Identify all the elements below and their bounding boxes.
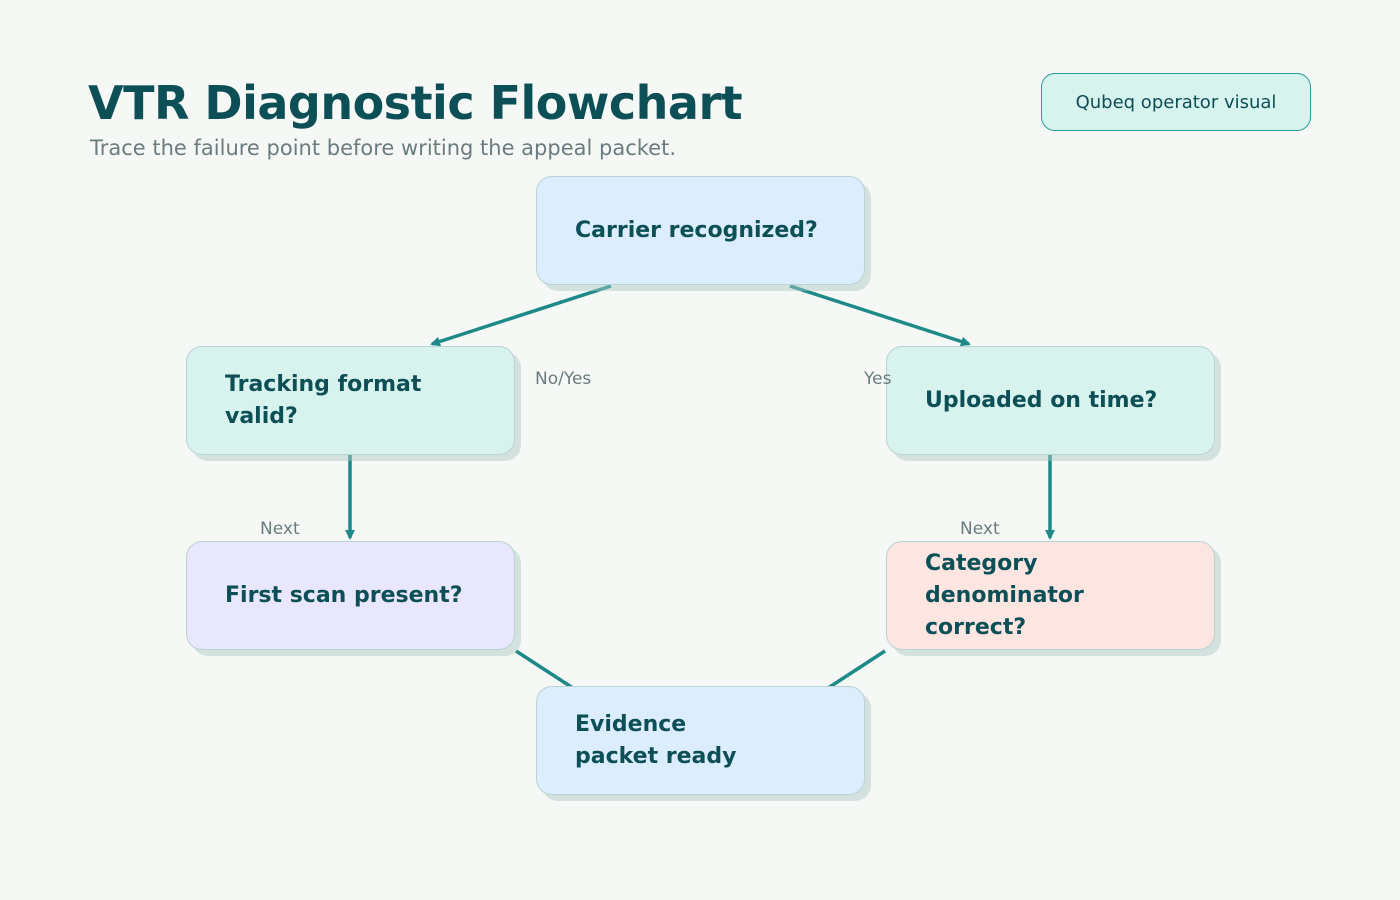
node-category-denominator-correct: Category denominator correct?: [886, 541, 1215, 650]
node-first-scan-present: First scan present?: [186, 541, 515, 650]
node-label: Tracking format valid?: [225, 371, 422, 429]
page-subtitle: Trace the failure point before writing t…: [90, 136, 677, 160]
node-label: Category denominator correct?: [925, 550, 1084, 640]
operator-visual-badge: Qubeq operator visual: [1041, 73, 1311, 131]
page-title: VTR Diagnostic Flowchart: [88, 76, 743, 130]
node-tracking-format-valid: Tracking format valid?: [186, 346, 515, 455]
edge-label-next-left: Next: [260, 519, 300, 539]
node-uploaded-on-time: Uploaded on time?: [886, 346, 1215, 455]
edge-label-next-right: Next: [960, 519, 1000, 539]
edge-label-yes: Yes: [864, 369, 892, 389]
edge-label-no-yes: No/Yes: [535, 369, 592, 389]
node-label: Carrier recognized?: [575, 217, 818, 243]
node-carrier-recognized: Carrier recognized?: [536, 176, 865, 285]
node-label: Evidence packet ready: [575, 711, 737, 769]
edge-carrier-to-tracking: [430, 284, 612, 347]
node-evidence-packet-ready: Evidence packet ready: [536, 686, 865, 795]
node-label: Uploaded on time?: [925, 387, 1158, 413]
edge-carrier-to-uploaded: [789, 284, 971, 347]
node-label: First scan present?: [225, 582, 463, 608]
